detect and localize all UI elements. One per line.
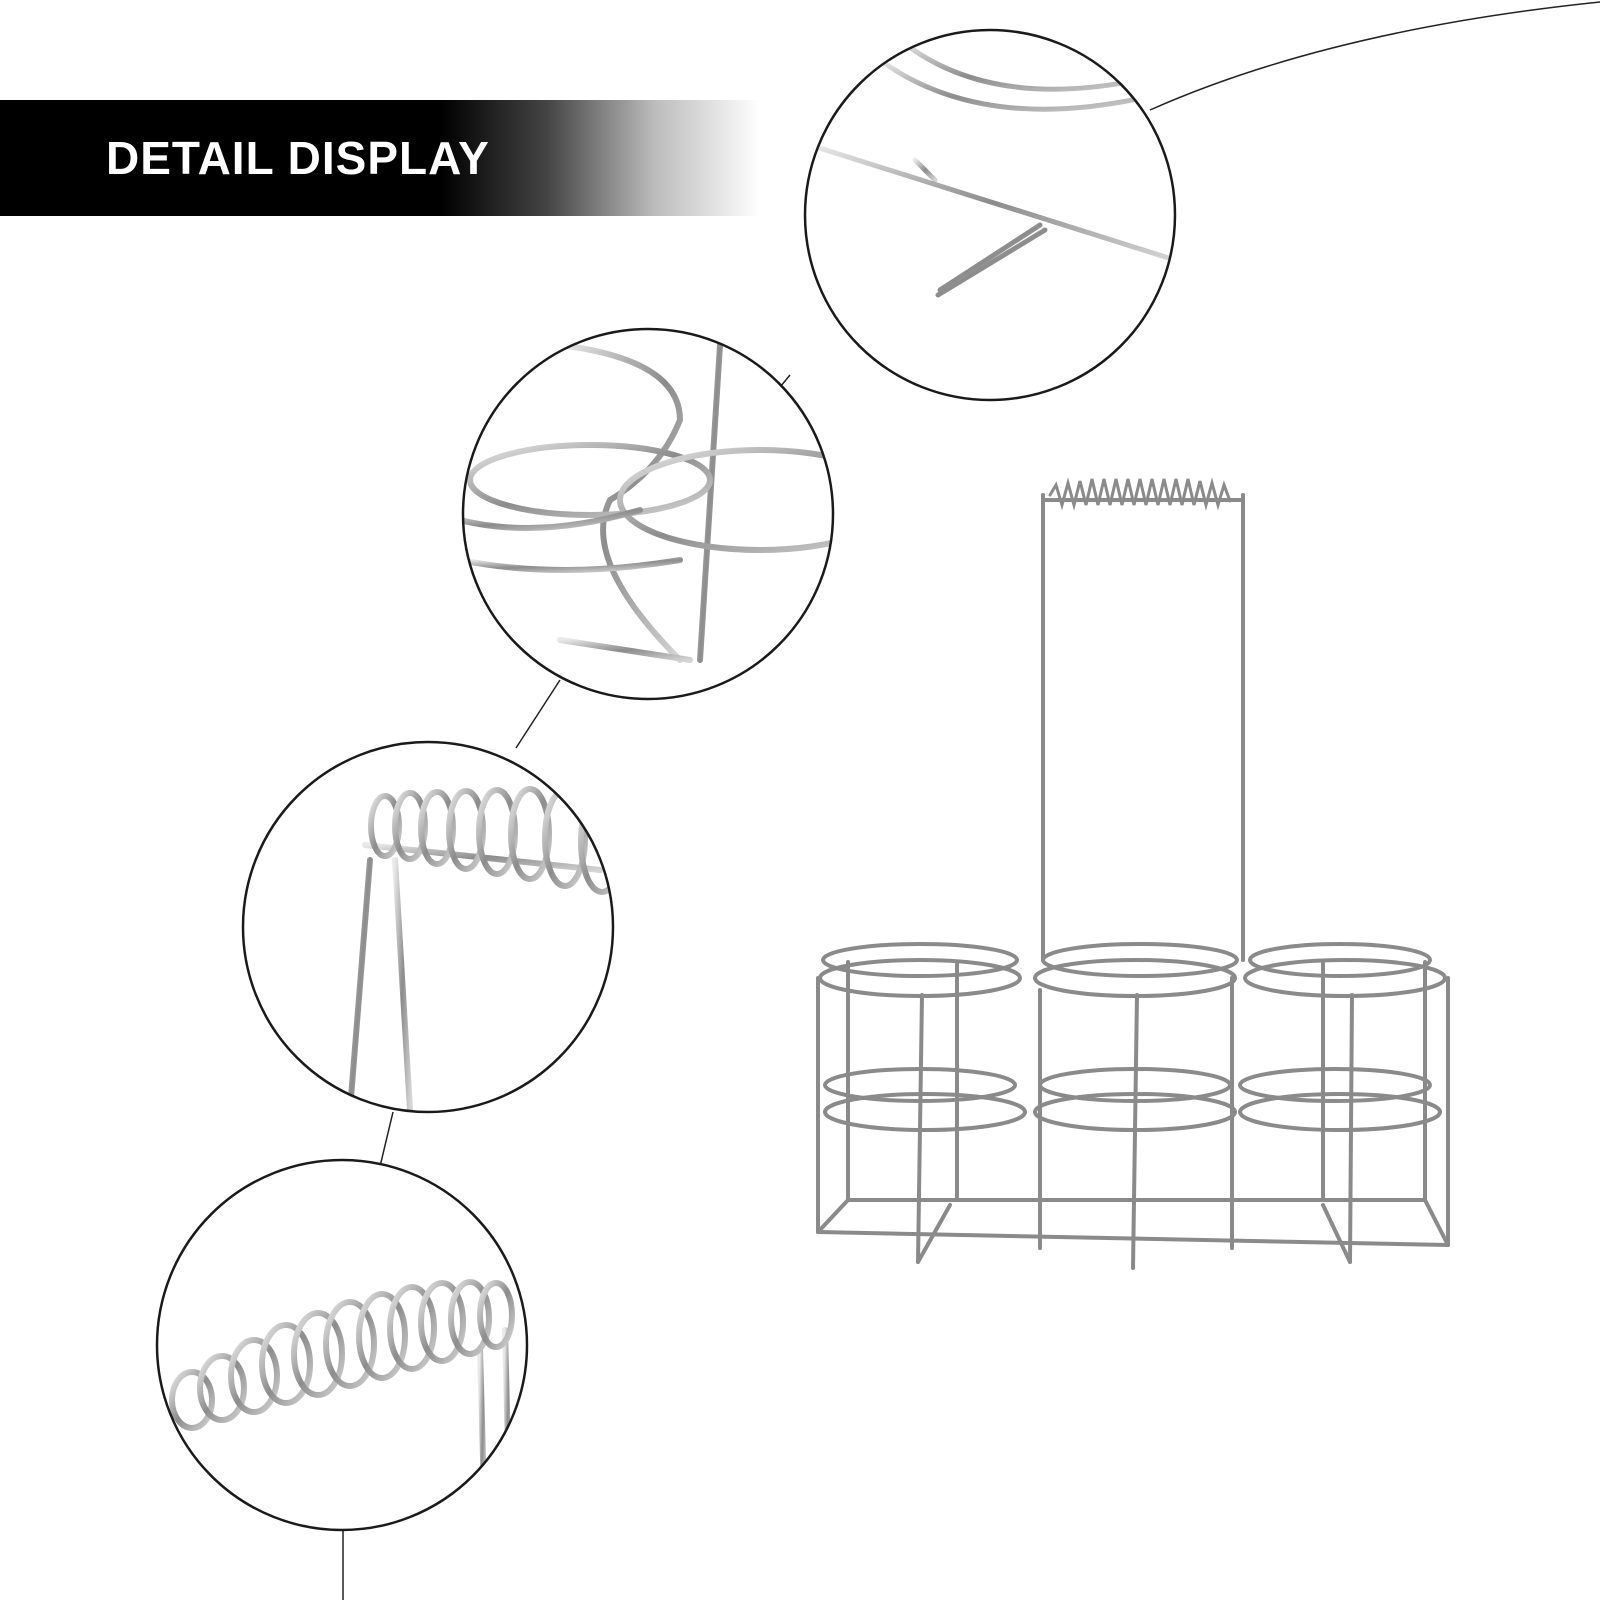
detail-view-3 [243, 742, 613, 1112]
detail-circle-4 [155, 1158, 529, 1532]
ring-top-front-3 [1243, 958, 1447, 998]
wire-caddy-product [816, 477, 1450, 1270]
ring-top-back-1 [821, 942, 1019, 978]
banner-title: DETAIL DISPLAY [106, 132, 490, 184]
connector-line-top [1149, 1, 1600, 111]
handle-spring [1048, 477, 1232, 511]
detail-circle-3 [241, 740, 615, 1114]
detail-circle-2 [461, 327, 835, 701]
ring-mid-front-3 [1238, 1092, 1442, 1132]
ring-top-front-2 [1033, 958, 1237, 998]
detail-view-2 [463, 329, 833, 699]
ring-top-back-3 [1248, 942, 1432, 978]
detail-circle-1 [803, 28, 1177, 402]
connector-line-2 [515, 679, 561, 749]
detail-view-1 [805, 30, 1175, 400]
detail-display-banner: DETAIL DISPLAY [0, 100, 760, 216]
ring-top-back-2 [1041, 942, 1239, 978]
ring-mid-front-1 [823, 1092, 1027, 1132]
detail-view-4 [157, 1160, 527, 1530]
ring-mid-back-3 [1238, 1067, 1432, 1103]
